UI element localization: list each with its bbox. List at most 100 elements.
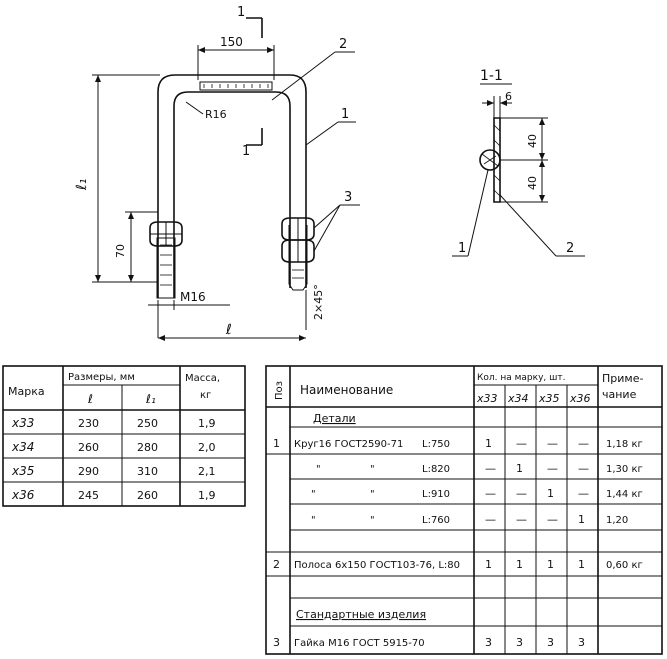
spec-col-qty: Кол. на марку, шт. [477,373,565,383]
spec-cell-qty: — [547,462,558,475]
section-mark-bottom: 1 [242,144,250,159]
dim-l1: ℓ₁ [74,74,160,283]
section-cut-top [246,17,263,38]
spec-cell-note: 0,60 кг [606,560,643,571]
spec-qty-col-head: х34 [507,392,529,405]
spec-cell-qty: 1 [578,558,585,571]
callout-3: 3 [313,190,360,252]
spec-cell-note: 1,30 кг [606,464,643,475]
spec-cell-qty: 3 [516,636,523,649]
spec-cell-qty: — [516,487,527,500]
marks-cell-l1: 280 [137,441,158,454]
spec-col-note-2: чание [602,388,637,401]
spec-cell-name: Круг16 ГОСТ2590-71 [294,439,403,450]
spec-qty-col-head: х35 [538,392,560,405]
chamfer-label: 2×45° [312,284,325,320]
dim-l-label: ℓ [225,322,232,338]
u-bolt-view: 1 1 150 R16 2 1 3 [74,5,360,341]
section-callout-2: 2 [566,241,574,256]
spec-cell-name: " [311,489,316,500]
spec-cell-name: Гайка М16 ГОСТ 5915-70 [294,638,425,649]
dim-chamfer: 2×45° [305,284,325,330]
marks-col-l1: ℓ₁ [145,392,156,406]
callout-2: 2 [271,37,355,101]
marks-col-mark: Марка [8,385,45,398]
marks-cell-l: 290 [78,465,99,478]
spec-cell-note: 1,20 [606,515,628,526]
section-dim-6: 6 [505,90,512,103]
spec-cell-name: Полоса 6х150 ГОСТ103-76, L:80 [294,560,460,571]
marks-cell-mark: х33 [11,416,34,430]
section-cut-bottom [246,128,263,146]
marks-cell-mass: 1,9 [198,417,216,430]
spec-cell-qty: — [578,462,589,475]
spec-cell-qty: 1 [516,558,523,571]
spec-cell-length: L:820 [422,464,450,475]
marks-cell-l1: 310 [137,465,158,478]
spec-cell-name-ditto: " [370,464,375,475]
right-nut-lower [281,239,315,263]
spec-cell-qty: — [485,513,496,526]
marks-col-dims: Размеры, мм [68,372,135,383]
spec-cell-pos: 2 [273,558,280,571]
spec-cell-qty: — [516,437,527,450]
radius-leader [185,101,204,115]
marks-table: Марка Размеры, мм ℓ ℓ₁ Масса, кг [2,365,246,507]
spec-section-details: Детали [313,412,356,425]
u-bolt-outer-contour [157,74,307,298]
section-dim-40-bottom: 40 [526,176,539,190]
section-mark-top: 1 [237,5,245,20]
radius-label: R16 [205,108,227,121]
dim-150: 150 [197,35,275,80]
spec-qty-col-head: х36 [569,392,591,405]
spec-cell-note: 1,18 кг [606,439,643,450]
spec-cell-qty: 1 [547,487,554,500]
spec-cell-note: 1,44 кг [606,489,643,500]
marks-cell-mass: 2,1 [198,465,216,478]
spec-cell-length: L:750 [422,439,450,450]
spec-rows: 1 Круг16 ГОСТ2590-71 L:750 1 — — — 1,18 кг " " L:8… [273,437,643,649]
marks-cell-l1: 250 [137,417,158,430]
u-bolt-inner-contour [173,91,291,298]
spec-cell-qty: 1 [485,558,492,571]
spec-col-note-1: Приме- [602,372,643,385]
spec-cell-name-ditto: " [370,489,375,500]
spec-section-std: Стандартные изделия [296,608,426,621]
section-view: 1-1 40 40 6 1 2 [452,68,585,257]
dim-70: 70 [114,211,158,282]
marks-cell-mark: х34 [11,440,34,454]
left-nut [149,221,183,247]
strip-plate [199,81,273,91]
spec-cell-qty: 1 [578,513,585,526]
strip-hatch [203,84,269,88]
marks-cell-mass: 1,9 [198,489,216,502]
spec-cell-name: " [316,464,321,475]
svg-text:2: 2 [339,37,347,52]
spec-cell-qty: 1 [485,437,492,450]
spec-cell-qty: 3 [547,636,554,649]
marks-col-l: ℓ [87,392,93,406]
thread-label: M16 [180,290,206,304]
svg-text:1: 1 [341,107,349,122]
callout-1: 1 [305,107,356,146]
marks-col-mass-1: Масса, [185,373,220,384]
spec-col-name: Наименование [300,383,393,397]
left-thread [156,237,176,299]
spec-cell-qty: 3 [485,636,492,649]
marks-cell-mark: х36 [11,488,35,502]
spec-cell-qty: 3 [578,636,585,649]
spec-cell-qty: — [578,487,589,500]
marks-cell-l: 260 [78,441,99,454]
spec-cell-name-ditto: " [370,515,375,526]
spec-table: Поз Наименование Кол. на марку, шт. Прим… [265,365,663,655]
marks-cell-l1: 260 [137,489,158,502]
spec-cell-length: L:760 [422,515,450,526]
dim-l1-label: ℓ₁ [74,179,90,191]
spec-cell-qty: — [485,462,496,475]
spec-cell-qty: 1 [547,558,554,571]
marks-col-mass-2: кг [200,390,211,401]
svg-text:3: 3 [344,190,352,205]
dim-150-label: 150 [220,35,243,49]
